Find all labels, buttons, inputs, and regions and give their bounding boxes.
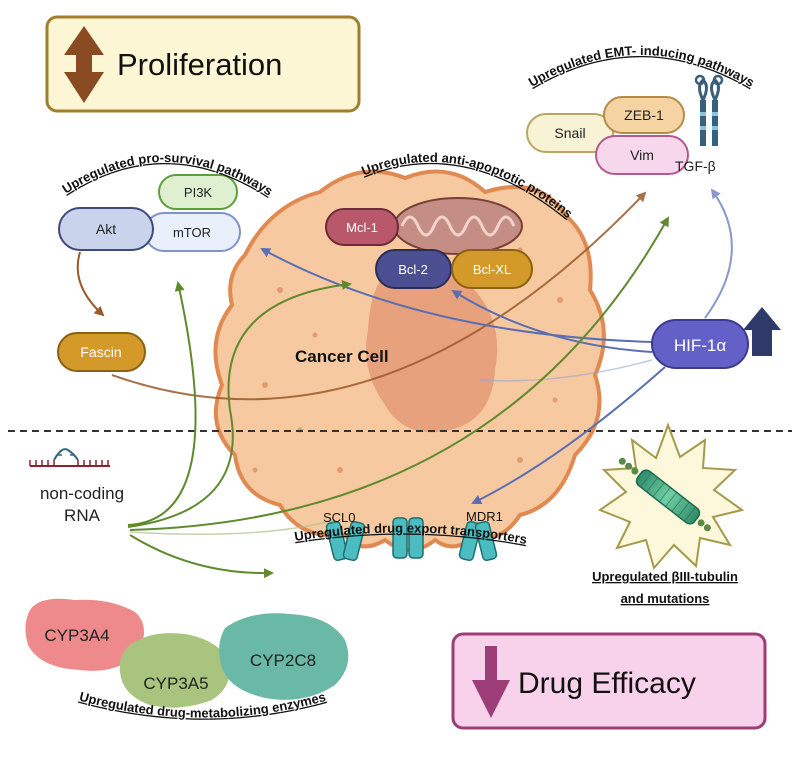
cyp3a4-label: CYP3A4 [44, 626, 109, 645]
drug-efficacy-label: Drug Efficacy [518, 667, 696, 700]
hif-label: HIF-1α [674, 336, 727, 355]
anti-apoptotic-group: Mcl-1 Bcl-2 Bcl-XL [325, 208, 533, 289]
scl0-transporter-icon [325, 520, 366, 562]
down-arrow-icon [472, 646, 510, 718]
pro-survival-group: PI3K mTOR Akt Fascin [57, 174, 241, 372]
hif-node [651, 319, 749, 369]
cyp2c8-enzyme-icon [219, 613, 349, 700]
snail-node [526, 113, 614, 153]
cyp3a5-enzyme-icon [119, 633, 230, 708]
tgf-beta-receptor-icon [694, 74, 724, 146]
mdr1-transporter-icon [458, 520, 498, 562]
fascin-node [57, 332, 146, 372]
arrows [76, 188, 733, 579]
transporter-icon [392, 517, 424, 559]
tubulin-line1: Upregulated βIII-tubulin [592, 569, 738, 584]
mcl1-node [325, 208, 399, 246]
vim-label: Vim [630, 147, 654, 163]
ncrna-line2: RNA [64, 506, 101, 525]
mtor-label: mTOR [173, 225, 211, 240]
mdr1-label: MDR1 [466, 509, 503, 524]
proliferation-panel: Proliferation [45, 15, 361, 113]
mitochondrion-icon [393, 197, 523, 255]
bclxl-label: Bcl-XL [473, 262, 511, 277]
drug-efficacy-panel: Drug Efficacy [451, 632, 767, 730]
tgfb-label: TGF-β [675, 158, 716, 174]
hif-group: HIF-1α [651, 307, 781, 369]
bclxl-node [451, 249, 533, 289]
ncrna-line1: non-coding [40, 484, 124, 503]
emt-group: Snail ZEB-1 Vim TGF-β [526, 74, 724, 175]
scl0-label: SCL0 [323, 510, 356, 525]
akt-node [58, 207, 154, 251]
tubulin-group: Upregulated βIII-tubulin and mutations [592, 422, 745, 606]
zeb1-label: ZEB-1 [624, 107, 664, 123]
tubulin-line2: and mutations [621, 591, 710, 606]
nucleus [366, 267, 498, 433]
enzymes-group: CYP3A4 CYP3A5 CYP2C8 [25, 598, 349, 708]
akt-label: Akt [96, 221, 116, 237]
rna-strand-icon [29, 448, 110, 467]
mcl1-label: Mcl-1 [346, 220, 378, 235]
bcl2-label: Bcl-2 [398, 262, 428, 277]
snail-label: Snail [554, 125, 585, 141]
up-arrow-icon [743, 307, 781, 356]
proliferation-label: Proliferation [117, 47, 282, 82]
transporters-group: SCL0 MDR1 [323, 509, 503, 562]
cyp3a4-enzyme-icon [25, 598, 144, 671]
ncrna-group: non-coding RNA [29, 448, 124, 525]
up-down-arrow-icon [64, 26, 104, 103]
cyp3a5-label: CYP3A5 [143, 674, 208, 693]
cancer-cell-label: Cancer Cell [295, 347, 389, 366]
vim-node [595, 135, 689, 175]
pi3k-label: PI3K [184, 185, 213, 200]
zeb1-node [603, 96, 685, 134]
microtubule-icon [618, 457, 711, 532]
fascin-label: Fascin [80, 344, 121, 360]
cyp2c8-label: CYP2C8 [250, 651, 316, 670]
pi3k-node [158, 174, 238, 210]
